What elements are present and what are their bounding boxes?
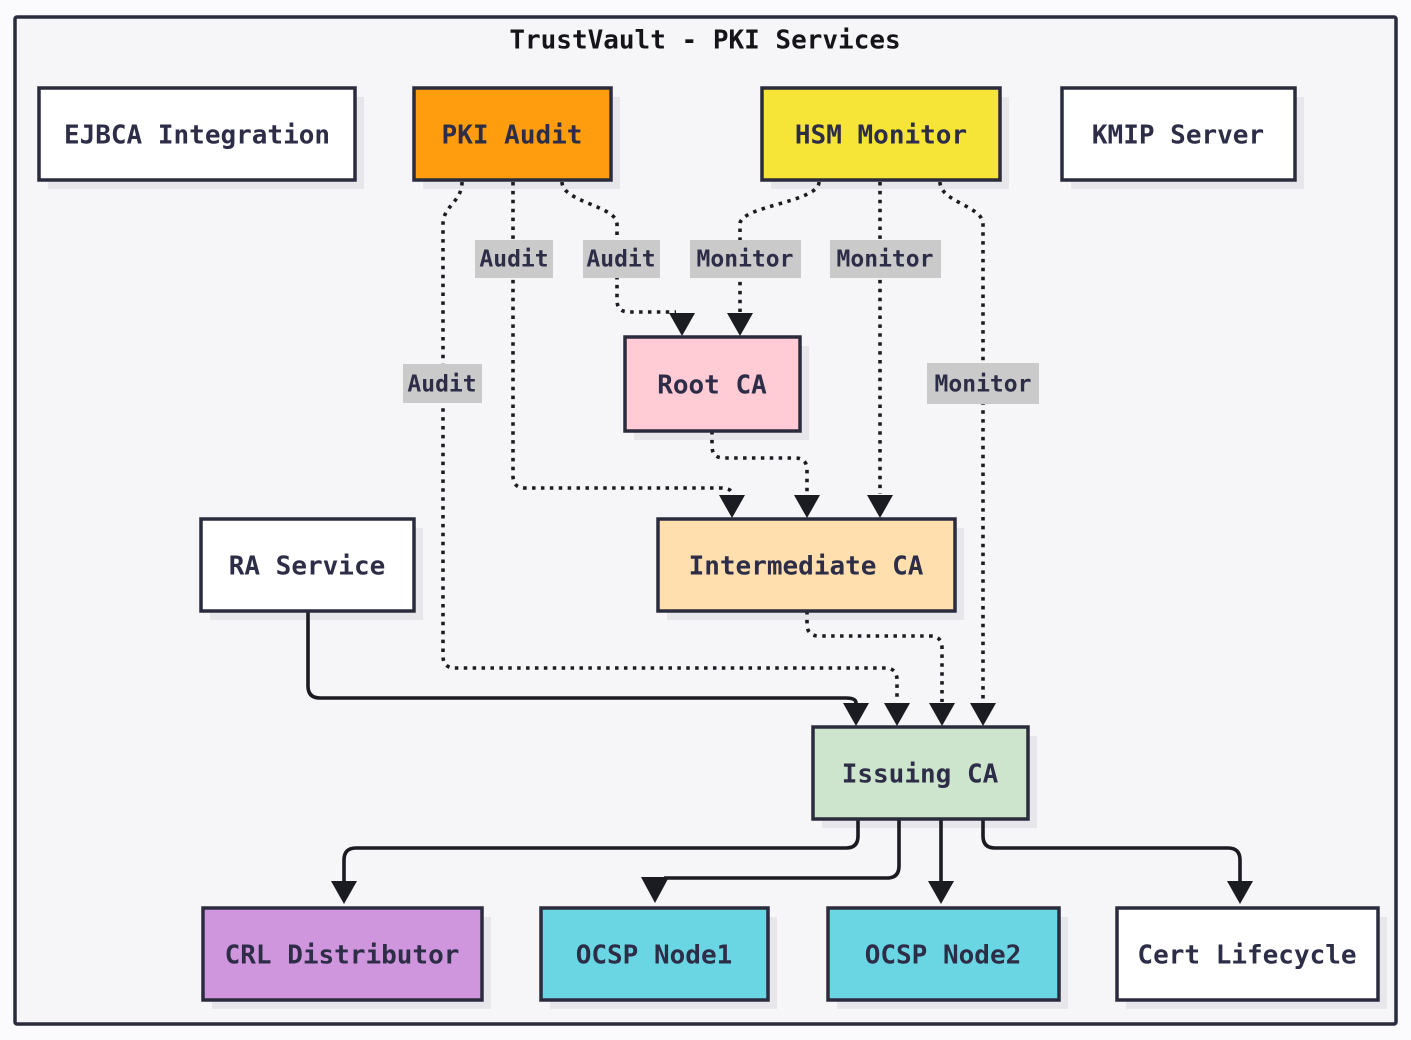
arrowhead-into-cert-lifecycle [1227,881,1253,904]
arrowhead-into-issuing-4 [970,703,996,726]
edge-issuing-ca-to-cert-lifecycle [981,819,1242,882]
edge-issuing-ca-to-crl-distributor [342,819,860,882]
arrowhead-into-issuing-3 [929,703,955,726]
node-kmip-server: KMIP Server [1060,86,1297,182]
edge-label-monitor-to-root: Monitor [690,240,801,278]
edge-pki-audit-to-root-ca [560,181,676,314]
diagram-title: TrustVault - PKI Services [509,26,900,56]
node-pki-audit: PKI Audit [412,86,613,182]
edge-label-monitor-to-issuing: Monitor [927,363,1039,404]
node-ejbca-integration: EJBCA Integration [37,86,357,182]
node-label: OCSP Node2 [865,941,1022,971]
arrowhead-into-root-ca-right [727,313,753,336]
node-label: KMIP Server [1092,121,1264,151]
arrowheads [331,313,1253,904]
edges [306,181,1242,882]
arrowhead-into-ocsp2 [928,881,954,904]
node-label: RA Service [229,552,386,582]
node-label: Issuing CA [842,760,999,790]
arrowhead-into-intermediate-2 [794,495,820,518]
arrowhead-into-intermediate-3 [867,495,893,518]
edge-ra-service-to-issuing-ca [306,611,858,704]
node-root-ca: Root CA [623,335,802,433]
edge-root-ca-to-intermediate-ca [710,431,809,494]
edge-label-audit-to-intermediate: Audit [475,240,553,278]
edge-label-audit-to-issuing: Audit [403,364,482,403]
edge-hsm-monitor-to-issuing-ca [938,181,985,702]
edge-pki-audit-to-issuing-ca [441,181,899,702]
edge-hsm-monitor-to-root-ca [738,181,821,312]
node-label: Cert Lifecycle [1137,941,1356,971]
node-label: HSM Monitor [795,121,967,151]
arrowhead-into-issuing-2 [884,703,910,726]
edge-issuing-ca-to-ocsp-node1 [664,819,901,880]
edge-label-monitor-to-intermediate: Monitor [830,240,941,278]
edge-pki-audit-to-intermediate-ca [511,182,734,495]
svg-text:Monitor: Monitor [837,247,934,273]
node-ocsp-node2: OCSP Node2 [826,906,1061,1002]
edge-intermediate-ca-to-issuing-ca [805,611,944,702]
arrowhead-into-ocsp1 [641,877,669,903]
node-intermediate-ca: Intermediate CA [656,517,957,613]
arrowhead-into-root-ca-left [669,313,695,336]
node-label: Intermediate CA [689,552,924,582]
node-label: EJBCA Integration [64,121,330,151]
svg-text:Audit: Audit [479,247,548,273]
node-issuing-ca: Issuing CA [811,725,1030,821]
arrowhead-into-issuing-1 [843,703,869,726]
node-cert-lifecycle: Cert Lifecycle [1115,906,1380,1002]
node-label: Root CA [657,371,767,401]
arrowhead-into-crl [331,881,357,904]
node-label: PKI Audit [442,121,583,151]
svg-text:Audit: Audit [407,372,476,398]
edge-label-audit-to-root: Audit [583,240,660,278]
node-ra-service: RA Service [199,517,416,613]
svg-text:Monitor: Monitor [697,247,794,273]
svg-text:Monitor: Monitor [935,372,1032,398]
node-label: OCSP Node1 [576,941,733,971]
arrowhead-into-intermediate-1 [719,495,745,518]
node-crl-distributor: CRL Distributor [201,906,484,1002]
node-ocsp-node1: OCSP Node1 [539,906,770,1002]
svg-text:Audit: Audit [586,247,655,273]
edge-labels: Audit Audit Monitor Monitor Audit Monito… [403,240,1039,404]
node-hsm-monitor: HSM Monitor [760,86,1002,182]
nodes: EJBCA Integration PKI Audit HSM Monitor … [37,86,1380,1002]
node-label: CRL Distributor [225,941,460,971]
